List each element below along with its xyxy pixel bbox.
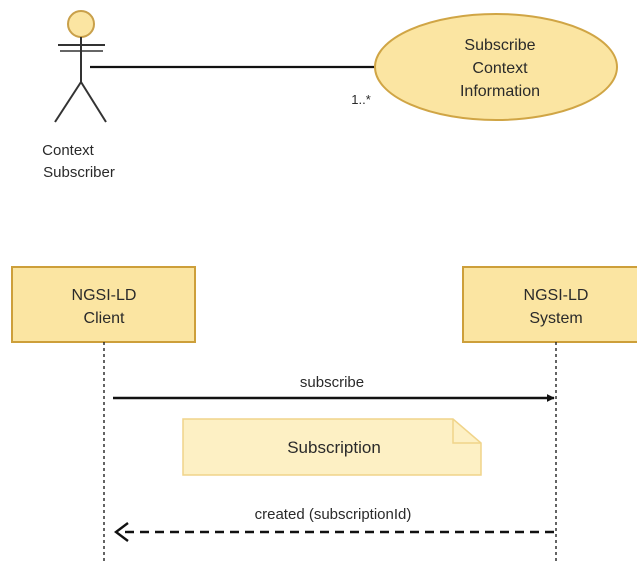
use-case-label-line2: Context (472, 60, 528, 77)
actor-head (67, 10, 95, 38)
use-case-label-line3: Information (460, 83, 540, 100)
multiplicity-label: 1..* (351, 92, 371, 107)
actor-right-leg (80, 81, 107, 123)
system-label-line1: NGSI-LD (524, 287, 589, 304)
actor-context-subscriber[interactable] (54, 10, 107, 123)
subscribe-message-label: subscribe (300, 374, 364, 391)
sequence-diagram: NGSI-LD Client NGSI-LD System subscribe … (11, 266, 637, 563)
created-arrowhead (114, 522, 129, 542)
subscription-note[interactable]: Subscription (182, 418, 482, 476)
created-message-label: created (subscriptionId) (255, 506, 412, 523)
participant-ngsi-ld-system[interactable] (462, 266, 637, 343)
actor-left-leg (54, 81, 82, 123)
note-label: Subscription (287, 438, 381, 457)
system-label-line2: System (529, 310, 582, 327)
use-case-subscribe-context-information[interactable] (374, 13, 618, 121)
note-body (182, 418, 482, 476)
use-case-label-line1: Subscribe (464, 37, 535, 54)
use-case-diagram: Context Subscriber 1..* Subscribe Contex… (42, 10, 618, 181)
client-label-line2: Client (84, 310, 125, 327)
client-label-line1: NGSI-LD (72, 287, 137, 304)
note-fold (452, 419, 481, 444)
participant-ngsi-ld-client[interactable] (11, 266, 196, 343)
actor-label-line1: Context (42, 142, 95, 159)
actor-label-line2: Subscriber (43, 164, 115, 181)
